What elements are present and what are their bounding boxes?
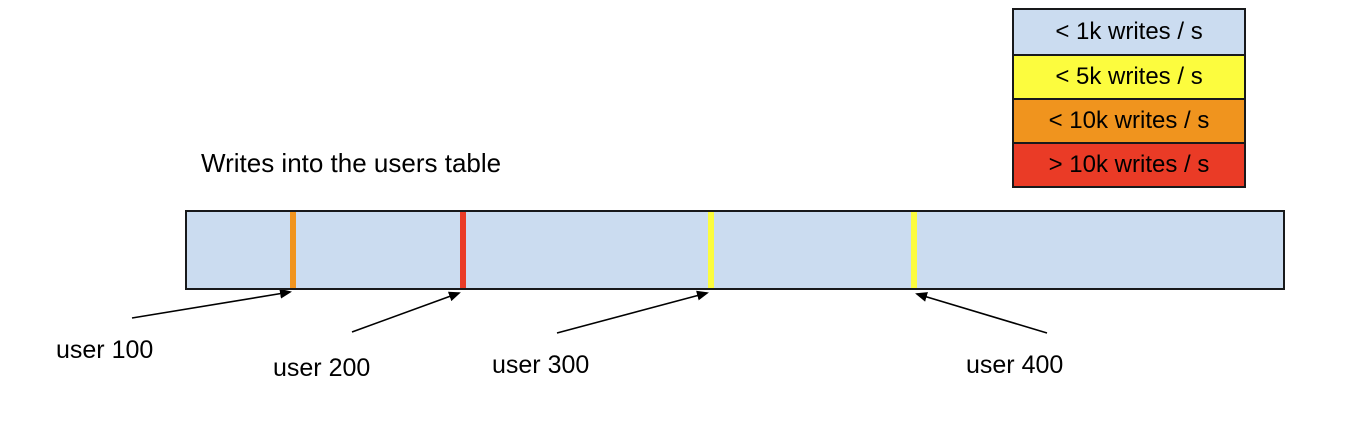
arrow-user-400 xyxy=(915,292,1048,334)
legend-item-label: > 10k writes / s xyxy=(1048,151,1210,178)
legend-item-lt-10k: < 10k writes / s xyxy=(1014,98,1244,142)
legend: < 1k writes / s < 5k writes / s < 10k wr… xyxy=(1012,8,1246,188)
arrow-user-200 xyxy=(351,291,461,333)
legend-item-label: < 10k writes / s xyxy=(1048,107,1210,134)
legend-item-lt-1k: < 1k writes / s xyxy=(1014,10,1244,54)
write-stripe-user-300 xyxy=(708,212,714,288)
users-table-bar xyxy=(185,210,1285,290)
write-stripe-user-400 xyxy=(911,212,917,288)
write-stripe-user-100 xyxy=(290,212,296,288)
legend-item-lt-5k: < 5k writes / s xyxy=(1014,54,1244,98)
write-stripe-user-200 xyxy=(460,212,466,288)
diagram-title: Writes into the users table xyxy=(201,148,502,178)
arrow-user-300 xyxy=(556,290,709,334)
marker-label-user-300: user 300 xyxy=(492,351,590,379)
marker-label-user-400: user 400 xyxy=(966,351,1064,379)
marker-label-user-200: user 200 xyxy=(273,354,371,382)
legend-item-gt-10k: > 10k writes / s xyxy=(1014,142,1244,186)
legend-item-label: < 5k writes / s xyxy=(1055,63,1203,90)
arrow-user-100 xyxy=(131,288,292,319)
marker-label-user-100: user 100 xyxy=(56,336,154,364)
legend-item-label: < 1k writes / s xyxy=(1055,18,1203,45)
